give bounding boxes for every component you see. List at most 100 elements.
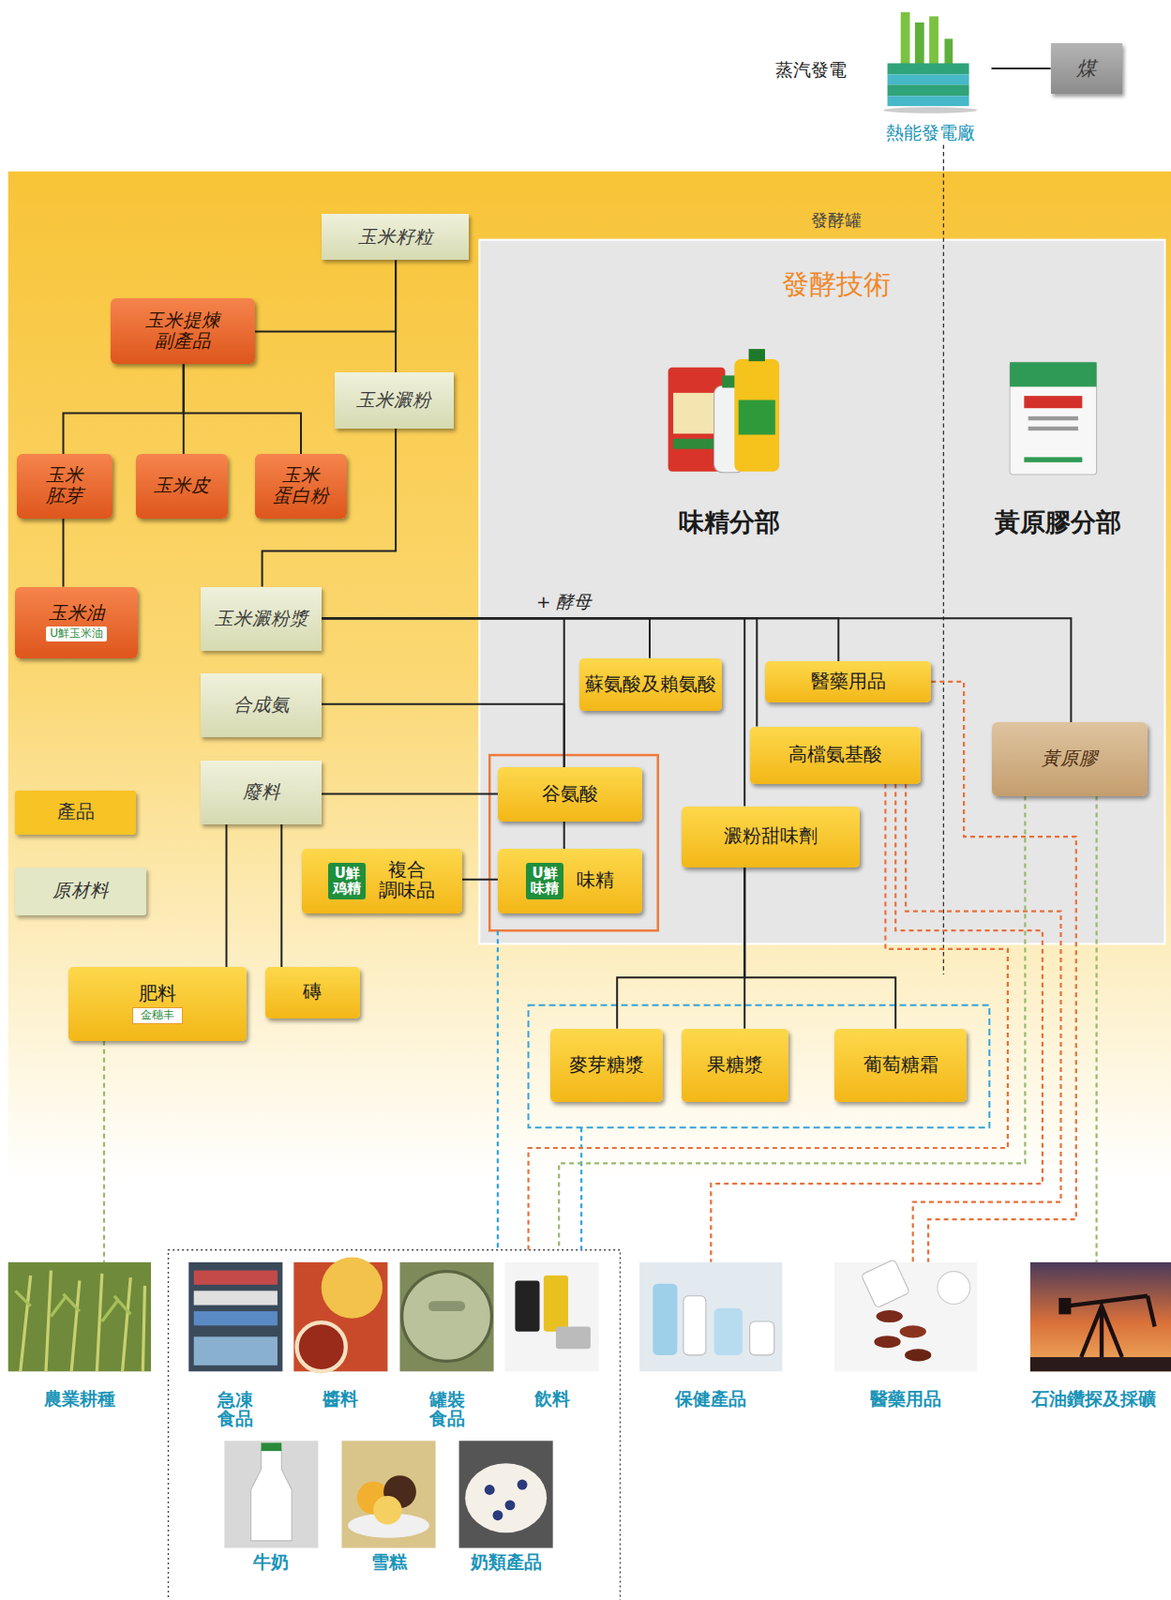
application-picture: 急凍 食品 [188, 1261, 283, 1431]
power-plant-icon-part [883, 106, 977, 114]
raw-material-box: 合成氨 [200, 673, 321, 736]
division-block: 味精分部 [627, 346, 832, 540]
msg-products-picture-part [673, 392, 721, 435]
node-text: 麥芽糖漿 [569, 1054, 645, 1076]
connector [744, 867, 896, 1029]
xanthan-bag-picture-part [1028, 416, 1079, 421]
connector [321, 617, 758, 726]
legend-swatch: 原材料 [15, 867, 146, 916]
frozen-food-photo [188, 1261, 283, 1371]
by-product-box: 玉米皮 [135, 453, 228, 519]
raw-material-box: 玉米籽粒 [321, 213, 470, 260]
canned-food-photo-part [402, 1271, 493, 1362]
drinks-photo-part [505, 1261, 600, 1371]
msg-products-picture [668, 348, 781, 473]
group-outline [168, 1249, 621, 1600]
connector [394, 259, 397, 373]
product-box: 澱粉甜味劑 [681, 806, 860, 868]
connector [462, 878, 498, 881]
connector [183, 363, 301, 454]
application-picture: 醫藥用品 [834, 1261, 977, 1411]
connector [321, 704, 565, 767]
medicine-photo-part [834, 1261, 977, 1371]
power-plant-icon-part [929, 15, 939, 67]
product-box: 果糖漿 [681, 1028, 789, 1102]
node-text: 合成氨 [233, 694, 290, 716]
raw-material-box: 玉米澱粉 [334, 372, 454, 429]
product-box: 谷氨酸 [497, 766, 643, 822]
group-outline [528, 1005, 991, 1128]
application-picture: 農業耕種 [8, 1261, 151, 1411]
node-text: 玉米澱粉漿 [214, 608, 309, 630]
raw-material-box: 廢料 [200, 760, 321, 826]
connector [1095, 795, 1097, 1262]
connector [62, 518, 65, 587]
product-box: 高檔氨基酸 [750, 726, 922, 784]
xanthan-bag-picture-part [1009, 361, 1096, 475]
dairy-photo-part [459, 1440, 554, 1547]
connector [103, 1040, 106, 1262]
milk-photo [224, 1440, 318, 1547]
node-text: 蘇氨酸及賴氨酸 [585, 674, 717, 695]
oil-field-photo-part [1030, 1261, 1171, 1371]
dairy-photo-part [484, 1484, 496, 1495]
node-text: 味精分部 [678, 507, 781, 537]
health-products-photo [639, 1261, 782, 1371]
product-box: 麥芽糖漿 [550, 1028, 663, 1102]
drinks-photo-part [555, 1325, 591, 1349]
by-product-box: 玉米提煉 副產品 [110, 298, 256, 365]
node-text: U鮮玉米油 [45, 626, 107, 642]
node-text: 醫藥用品 [810, 671, 886, 692]
node-text: 醬料 [322, 1388, 359, 1409]
product-box: 醫藥用品 [765, 660, 931, 703]
node-text: 牛奶 [253, 1551, 289, 1572]
legend-text: 原材料 [52, 880, 109, 901]
application-picture: 醬料 [293, 1261, 388, 1411]
node-text: U鮮 味精 [525, 862, 564, 900]
sauce-photo-part [321, 1256, 383, 1318]
farming-photo-part [8, 1261, 151, 1371]
product-box: U鮮 鸡精複合 調味品 [301, 848, 463, 914]
msg-products-picture-part [749, 348, 766, 361]
power-plant-icon-part [887, 84, 970, 96]
product-box: 蘇氨酸及賴氨酸 [579, 658, 722, 712]
node-text: U鮮 鸡精 [328, 862, 366, 900]
drinks-photo [505, 1261, 600, 1371]
frozen-food-photo-part [194, 1290, 278, 1305]
xanthan-bag-picture-part [1023, 456, 1082, 462]
power-plant-icon-part [900, 12, 911, 68]
node-text: 發酵罐 [810, 210, 862, 231]
connector [496, 930, 499, 1250]
yellow-ground [8, 171, 1171, 1182]
medicine-photo-part [860, 1259, 910, 1308]
node-text: 急凍 食品 [217, 1389, 254, 1429]
connector [63, 363, 184, 454]
oil-field-photo-part [1065, 1295, 1156, 1357]
connectors [63, 68, 1097, 1262]
application-picture: 石油鑽探及採礦 [1020, 1261, 1167, 1411]
frozen-food-photo-part [188, 1261, 283, 1371]
node-text: 玉米提煉 副產品 [145, 310, 221, 353]
node-text: 磚 [302, 981, 322, 1003]
power-plant-icon-part [915, 22, 925, 68]
product-box: U鮮 味精味精 [497, 848, 643, 914]
canned-food-photo-part [428, 1300, 466, 1311]
product-box: 磚 [265, 966, 361, 1018]
node-text: 廢料 [242, 781, 281, 803]
legend-swatch: 產品 [15, 790, 136, 835]
canned-food-photo-part [399, 1261, 494, 1371]
node-text: 果糖漿 [706, 1054, 764, 1076]
node-text: 玉米皮 [153, 475, 211, 496]
application-picture: 雪糕 [341, 1440, 436, 1573]
power-plant-icon-part [887, 95, 970, 106]
milk-photo-part [261, 1441, 283, 1451]
legend-text: 產品 [57, 801, 95, 823]
power-plant-icon-part [887, 74, 970, 85]
node-text: 玉米 蛋白粉 [272, 465, 330, 508]
health-products-photo-part [639, 1261, 782, 1371]
connector [321, 617, 565, 767]
power-plant-icon [883, 12, 977, 114]
node-text: 奶類產品 [470, 1551, 542, 1572]
farming-photo-part [15, 1290, 131, 1322]
divider-line-part [943, 144, 945, 975]
